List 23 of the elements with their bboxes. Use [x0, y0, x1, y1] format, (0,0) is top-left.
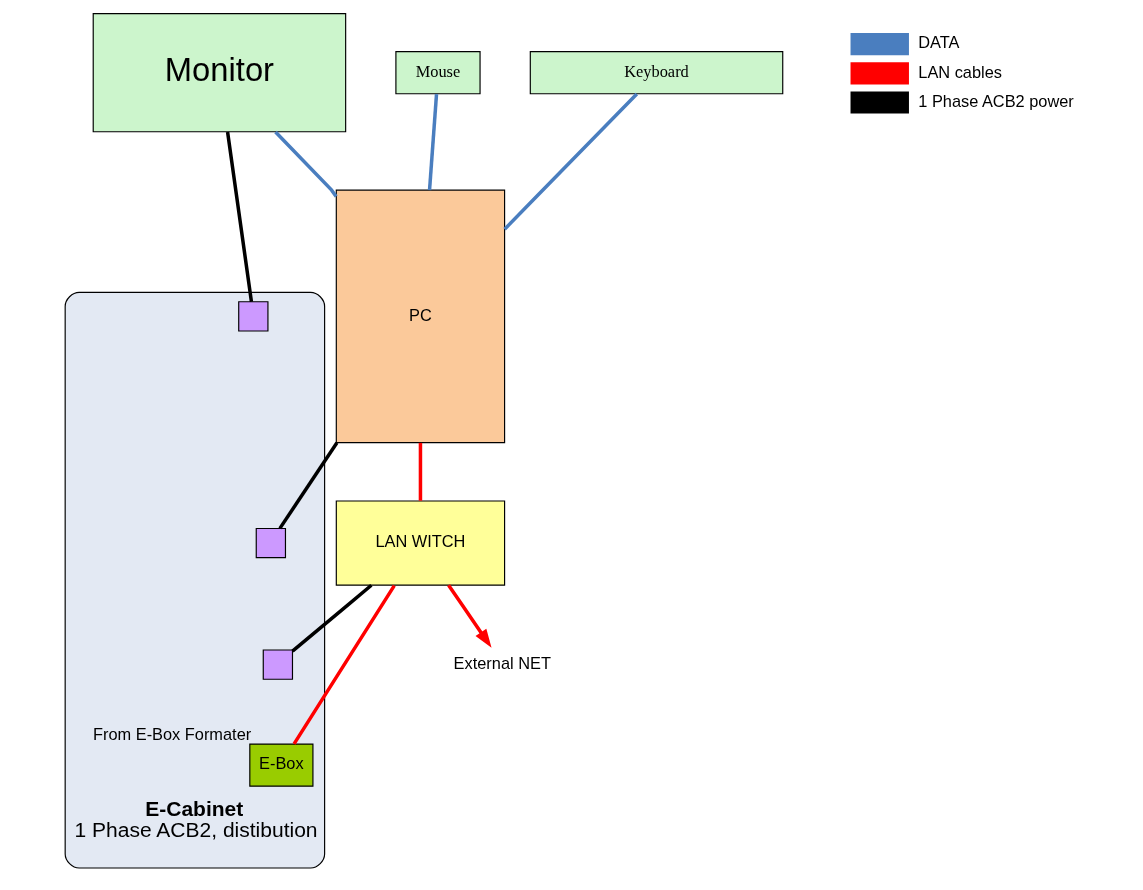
connector [418, 442, 423, 501]
node-text: External NET [453, 653, 551, 672]
arrow [447, 583, 492, 648]
connector [292, 584, 396, 745]
connector [503, 92, 639, 230]
node-box: LAN WITCH [335, 499, 506, 586]
node-box: Mouse [395, 50, 481, 94]
node-box: Monitor [92, 12, 347, 132]
connector [278, 441, 339, 529]
legend-label: LAN cables [918, 62, 1002, 81]
node-box [238, 300, 269, 332]
legend-label: DATA [918, 32, 960, 51]
node-box [262, 648, 294, 680]
connector [291, 583, 373, 653]
connector [274, 130, 338, 198]
node-box: E-Box [249, 743, 314, 787]
node-box: PC [335, 189, 506, 443]
node-box: Keyboard [529, 50, 784, 94]
connector [225, 131, 254, 302]
legend-label: 1 Phase ACB2 power [918, 91, 1074, 110]
node-label: From E-Box Formater [93, 724, 252, 743]
node-box [255, 527, 287, 558]
connector [427, 93, 439, 190]
